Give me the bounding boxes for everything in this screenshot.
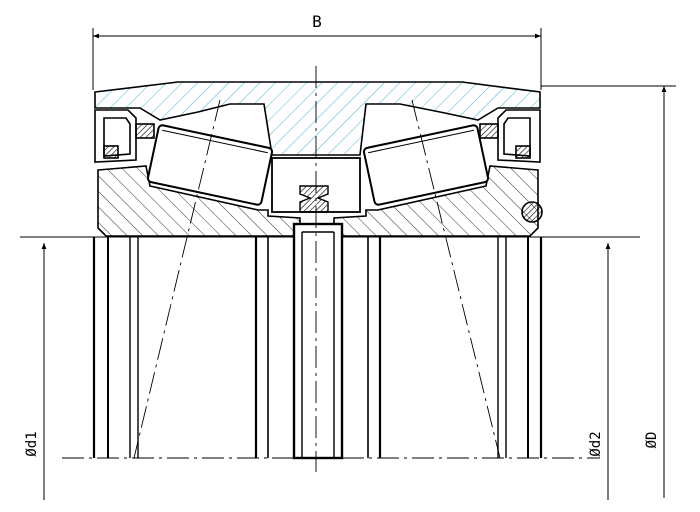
dimension-label-d1: Ød1 [24,431,40,456]
bore-lines [92,237,543,458]
roller-axis-left [133,99,221,459]
outer-diameter-dimension [541,85,676,498]
seal-left [94,109,155,163]
dimension-label-b: B [312,12,322,31]
o-ring [521,201,543,223]
seal-right [479,109,541,163]
outer-ring [94,81,541,156]
roller-axis-right [411,99,501,459]
roller-left [146,124,274,206]
roller-right [362,124,490,206]
width-dimension [92,28,542,90]
center-lines [62,66,600,472]
center-key [292,222,344,460]
center-seal [299,185,329,213]
dimension-label-d2: Ød2 [588,431,604,456]
dimension-label-od: ØD [644,432,660,449]
